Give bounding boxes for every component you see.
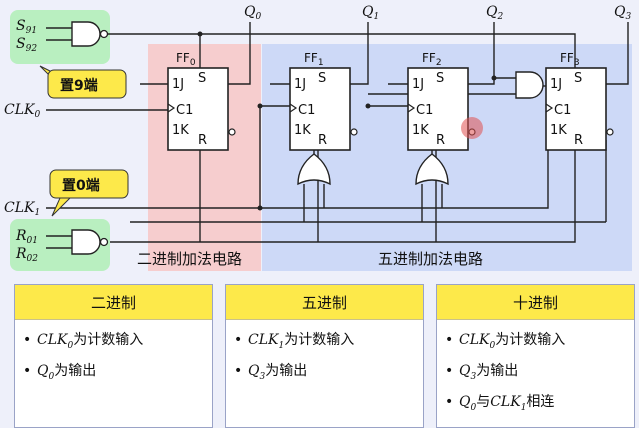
ff3-and-gate [515,71,544,99]
list-item: CLK0为计数输入 [23,328,212,359]
q2-label: Q2 [486,4,503,22]
flipflop-ff1: 1J S C1 1K R [289,67,358,151]
set9-nand-gate [71,21,109,47]
ff1-s-pin: S [318,71,326,86]
decimal-box-list: CLK0为计数输入 Q3为输出 Q0与CLK1相连 [437,328,634,420]
list-item: Q0为输出 [23,359,212,390]
ff0-label: FF0 [176,51,196,68]
ff2-r-pin: R [436,133,445,148]
ff1-j-pin: 1J [294,77,306,92]
ff3-s-pin: S [574,71,582,86]
binary-box-list: CLK0为计数输入 Q0为输出 [15,328,212,390]
ff2-c-pin: C1 [416,103,433,118]
flipflop-ff0: 1J S C1 1K R [167,67,236,151]
laser-pointer [461,117,483,139]
r01-label: R01 [15,228,38,246]
binary-region-label: 二进制加法电路 [137,250,242,268]
clk1-label: CLK1 [4,200,40,218]
ff3-j-pin: 1J [550,77,562,92]
s91-label: S91 [16,18,37,36]
quinary-region-label: 五进制加法电路 [378,250,483,268]
r02-label: R02 [15,246,38,264]
ff3-c-pin: C1 [554,103,571,118]
ff1-c-pin: C1 [298,103,315,118]
ff3-k-pin: 1K [550,123,567,138]
binary-summary-box: 二进制 CLK0为计数输入 Q0为输出 [14,284,213,428]
list-item: Q3为输出 [445,359,634,390]
list-item: CLK1为计数输入 [234,328,423,359]
set9-callout: 置9端 [39,65,127,99]
list-item: CLK0为计数输入 [445,328,634,359]
counter-circuit-diagram: 1J S C1 1K R 1J S C1 1K R 1J S C1 1K R 1… [4,4,632,271]
ff3-r-pin: R [574,133,583,148]
ff1-k-pin: 1K [294,123,311,138]
set0-nand-gate [71,229,109,255]
wires [46,22,629,249]
flipflop-ff2: 1J S C1 1K R [407,67,476,151]
ff0-r-pin: R [198,133,207,148]
flipflop-ff3: 1J S C1 1K R [545,67,614,151]
set0-callout: 置0端 [49,169,129,217]
ff0-c-pin: C1 [176,103,193,118]
ff2-s-pin: S [436,71,444,86]
decimal-box-title: 十进制 [437,285,634,320]
ff0-k-pin: 1K [172,123,189,138]
ff1-r-pin: R [318,133,327,148]
q0-label: Q0 [244,4,261,22]
decimal-summary-box: 十进制 CLK0为计数输入 Q3为输出 Q0与CLK1相连 [436,284,635,428]
ff1-or-gate [297,153,331,186]
quinary-box-title: 五进制 [226,285,423,320]
ff0-s-pin: S [198,71,206,86]
ff2-j-pin: 1J [412,77,424,92]
ff0-j-pin: 1J [172,77,184,92]
ff2-or-gate [415,153,449,186]
q3-label: Q3 [614,4,631,22]
quinary-box-list: CLK1为计数输入 Q3为输出 [226,328,423,390]
set9-callout-text: 置9端 [60,77,98,94]
ff2-label: FF2 [422,51,442,68]
list-item: Q0与CLK1相连 [445,390,634,421]
set0-callout-text: 置0端 [62,177,100,194]
list-item: Q3为输出 [234,359,423,390]
quinary-summary-box: 五进制 CLK1为计数输入 Q3为输出 [225,284,424,428]
s92-label: S92 [16,36,37,54]
ff1-label: FF1 [304,51,324,68]
clk0-label: CLK0 [4,102,40,120]
binary-box-title: 二进制 [15,285,212,320]
q1-label: Q1 [362,4,379,22]
ff3-label: FF3 [560,51,580,68]
ff2-k-pin: 1K [412,123,429,138]
